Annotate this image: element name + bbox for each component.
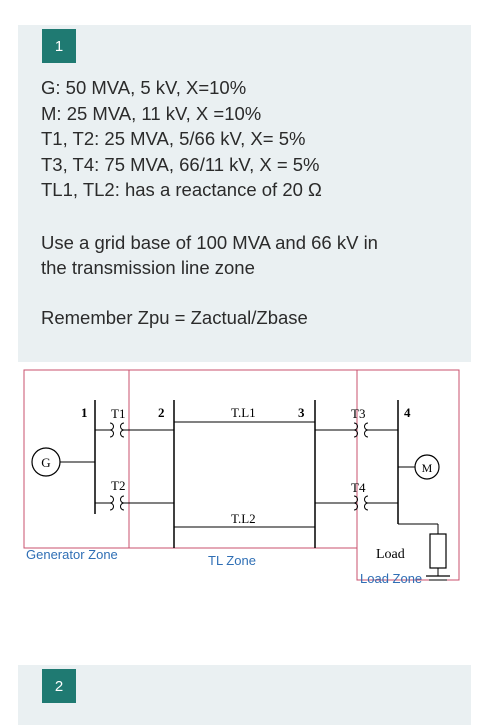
base-instruction-line-1: Use a grid base of 100 MVA and 66 kV in	[41, 231, 378, 253]
t2-label: T2	[111, 478, 125, 493]
spec-transmission-lines: TL1, TL2: has a reactance of 20 Ω	[41, 179, 322, 200]
question-card-2: 2	[18, 665, 471, 725]
bus-4-label: 4	[404, 405, 411, 420]
t1-winding-primary	[109, 422, 114, 438]
generator-zone-label: Generator Zone	[26, 547, 118, 562]
bus-3-label: 3	[298, 405, 305, 420]
t1-label: T1	[111, 406, 125, 421]
tl2-label: T.L2	[231, 511, 256, 526]
single-line-diagram: G 1 T1 T2 2 T.L1 T.L2	[18, 362, 471, 587]
t3-label: T3	[351, 406, 365, 421]
t3-winding-secondary	[364, 422, 369, 438]
bus-1-label: 1	[81, 405, 88, 420]
question-number-badge-2: 2	[42, 669, 76, 703]
spec-motor: M: 25 MVA, 11 kV, X =10%	[41, 102, 262, 124]
load-resistor	[429, 533, 447, 569]
tl-zone-label: TL Zone	[208, 553, 256, 568]
spec-t3-t4: T3, T4: 75 MVA, 66/11 kV, X = 5%	[41, 153, 320, 175]
load-zone-label: Load Zone	[360, 571, 422, 586]
formula-reminder: Remember Zpu = Zactual/Zbase	[41, 306, 308, 328]
load-label: Load	[376, 547, 405, 562]
t2-winding-secondary	[120, 495, 125, 511]
t4-winding-primary	[353, 495, 358, 511]
tl1-label: T.L1	[231, 405, 256, 420]
base-instruction-line-2: the transmission line zone	[41, 257, 255, 278]
load-zone-box	[356, 369, 460, 581]
spec-t1-t2: T1, T2: 25 MVA, 5/66 kV, X= 5%	[41, 128, 306, 149]
motor-icon	[414, 454, 440, 480]
spec-generator: G: 50 MVA, 5 kV, X=10%	[41, 77, 247, 98]
generator-label: G	[41, 455, 50, 470]
bus-2-label: 2	[158, 405, 165, 420]
t4-winding-secondary	[364, 495, 369, 511]
t4-label: T4	[351, 480, 366, 495]
question-number-badge: 1	[42, 29, 76, 63]
question-card-1: 1 G: 50 MVA, 5 kV, X=10% M: 25 MVA, 11 k…	[18, 25, 471, 587]
t1-winding-secondary	[120, 422, 125, 438]
t3-winding-primary	[353, 422, 358, 438]
question-text: G: 50 MVA, 5 kV, X=10% M: 25 MVA, 11 kV,…	[41, 75, 451, 330]
motor-label: M	[422, 461, 433, 475]
t2-winding-primary	[109, 495, 114, 511]
